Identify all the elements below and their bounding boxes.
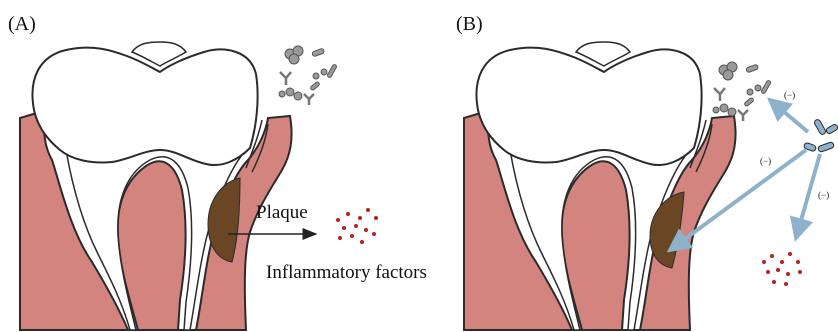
bacteria-cluster-icon <box>279 46 337 105</box>
probiotic-cluster-icon <box>803 119 838 153</box>
panel-b: (−) (−) (−) <box>464 42 838 330</box>
inhibit-sign: (−) <box>760 156 771 166</box>
inhibit-sign: (−) <box>784 90 795 100</box>
inhibit-sign: (−) <box>818 190 829 200</box>
plaque-label: Plaque <box>256 202 308 223</box>
tooth-icon <box>464 42 736 330</box>
bacteria-cluster-icon <box>713 62 771 121</box>
inflammatory-factors-label: Inflammatory factors <box>266 262 427 283</box>
panel-a: Plaque Inflammatory factors <box>20 42 427 330</box>
inflammatory-dots <box>336 208 378 244</box>
inflammatory-dots <box>762 252 802 286</box>
tooth-icon <box>20 42 292 330</box>
